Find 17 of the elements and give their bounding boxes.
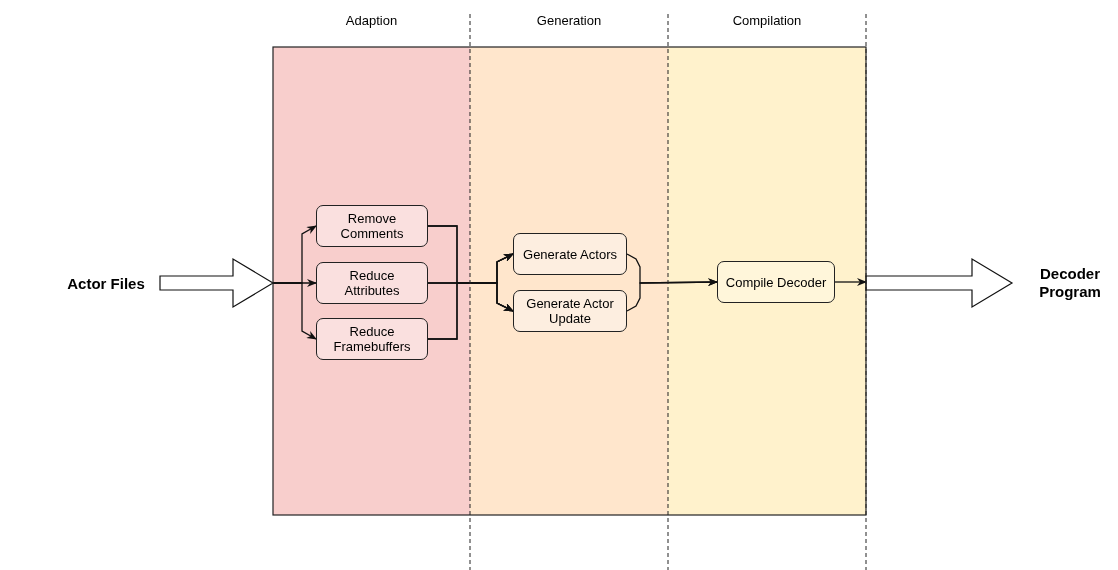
phase-heading: Compilation: [731, 13, 803, 28]
arrow: [834, 278, 867, 286]
process-box: Reduce Framebuffers: [316, 318, 428, 360]
process-box: Compile Decoder: [717, 261, 835, 303]
arrow: [272, 282, 317, 340]
io-label: Actor Files: [60, 270, 152, 298]
block-arrow: [159, 257, 275, 309]
process-box: Remove Comments: [316, 205, 428, 247]
arrow: [626, 278, 718, 312]
arrow: [427, 282, 514, 340]
process-box: Reduce Attributes: [316, 262, 428, 304]
process-box: Generate Actors: [513, 233, 627, 275]
block-arrow: [865, 257, 1014, 309]
io-label: Decoder Program: [1022, 262, 1118, 304]
phase-heading: Adaption: [344, 13, 399, 28]
phase-heading: Generation: [535, 13, 603, 28]
process-box: Generate Actor Update: [513, 290, 627, 332]
